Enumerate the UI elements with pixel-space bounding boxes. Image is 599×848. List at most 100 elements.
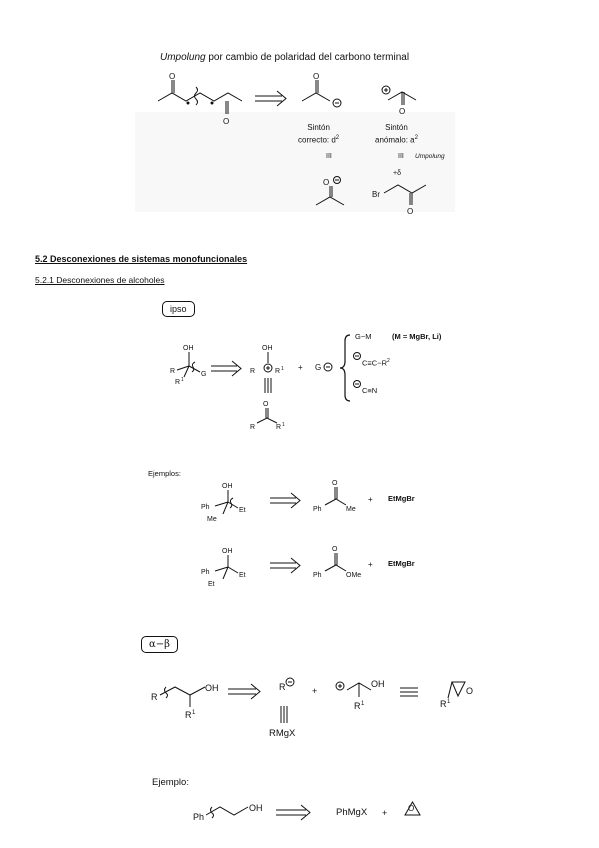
synthon-d2-sup: 2 bbox=[335, 135, 340, 141]
svg-text:R: R bbox=[170, 368, 175, 375]
bromoketone-structure: Br +δ O bbox=[372, 170, 427, 216]
umpolung-tag: Umpolung bbox=[415, 153, 445, 160]
subsection-heading: 5.2.1 Desconexiones de alcoholes bbox=[35, 275, 165, 285]
reagent-note: (M = MgBr, Li) bbox=[392, 332, 442, 341]
phenylpropanol-structure: Ph OH bbox=[193, 803, 263, 822]
svg-text:1: 1 bbox=[282, 422, 285, 428]
svg-text:Et: Et bbox=[239, 507, 246, 514]
svg-text:R: R bbox=[250, 368, 255, 375]
svg-text:1: 1 bbox=[447, 699, 451, 705]
alpha-beta-label-box: α−β bbox=[141, 636, 178, 653]
example2-reagent: EtMgBr bbox=[388, 559, 415, 568]
svg-text:OH: OH bbox=[205, 683, 219, 693]
equivalence-sign-2: III bbox=[398, 153, 404, 160]
svg-text:G: G bbox=[201, 371, 206, 378]
svg-text:O: O bbox=[466, 686, 473, 696]
svg-text:O: O bbox=[169, 72, 175, 81]
ejemplos-label: Ejemplos: bbox=[148, 469, 181, 478]
alpha-beta-label: α−β bbox=[149, 639, 170, 650]
umpolung-title-rest: por cambio de polaridad del carbono term… bbox=[205, 52, 410, 63]
ejemplo-label: Ejemplo: bbox=[152, 777, 189, 788]
synthon-a2-sup: 2 bbox=[414, 135, 418, 141]
phmgx-label: PhMgX bbox=[336, 807, 368, 818]
reagent-cn: C≡N bbox=[362, 386, 378, 395]
ipso-label-box: ipso bbox=[162, 301, 195, 317]
svg-text:R: R bbox=[175, 379, 180, 386]
svg-text:R: R bbox=[440, 699, 447, 709]
svg-text:OH: OH bbox=[222, 483, 233, 490]
svg-text:R: R bbox=[250, 424, 255, 431]
svg-text:OMe: OMe bbox=[346, 572, 361, 579]
umpolung-title-italic: Umpolung bbox=[160, 52, 206, 63]
svg-text:R: R bbox=[151, 692, 158, 702]
brace bbox=[339, 334, 351, 402]
svg-text:Me: Me bbox=[207, 516, 217, 523]
example1-alcohol: OH Ph Et Me bbox=[201, 483, 246, 523]
svg-text:OH: OH bbox=[262, 345, 273, 352]
section-heading: 5.2 Desconexiones de sistemas monofuncio… bbox=[35, 254, 248, 264]
example2-alcohol: OH Ph Et Et bbox=[201, 548, 246, 588]
br-label: Br bbox=[372, 190, 380, 199]
svg-text:Ph: Ph bbox=[313, 506, 322, 513]
synthon-d2-line1: Sintón bbox=[307, 123, 330, 132]
svg-text:OH: OH bbox=[371, 679, 385, 689]
svg-text:Ph: Ph bbox=[193, 812, 204, 822]
reagent-alkyne: C≡C−R2 bbox=[362, 358, 390, 368]
umpolung-title: Umpolung por cambio de polaridad del car… bbox=[160, 52, 409, 63]
synthon-a2-structure: O bbox=[381, 85, 417, 116]
synthon-d2-structure: O bbox=[301, 72, 342, 108]
reagent-alkyne-sup: 2 bbox=[387, 358, 390, 364]
svg-text:OH: OH bbox=[249, 803, 263, 813]
synthon-a2-label: Sintón anómalo: a2 bbox=[375, 122, 418, 146]
equivalence-sign-1: III bbox=[326, 153, 332, 160]
retro-arrow-ex1 bbox=[270, 492, 301, 509]
svg-text:O: O bbox=[263, 401, 269, 408]
svg-text:1: 1 bbox=[181, 377, 184, 383]
svg-text:R: R bbox=[275, 368, 280, 375]
svg-text:Et: Et bbox=[208, 581, 215, 588]
diketone-structure: O O bbox=[157, 72, 243, 126]
svg-text:+: + bbox=[368, 495, 373, 504]
svg-text:1: 1 bbox=[192, 710, 196, 716]
svg-text:Ph: Ph bbox=[313, 572, 322, 579]
enolate-structure: O bbox=[315, 176, 345, 206]
svg-text:OH: OH bbox=[183, 345, 194, 352]
svg-text:1: 1 bbox=[361, 701, 365, 707]
retro-arrow-ex2 bbox=[270, 557, 301, 574]
svg-text:R: R bbox=[185, 710, 192, 720]
svg-text:R: R bbox=[276, 424, 281, 431]
svg-text:1: 1 bbox=[281, 366, 284, 372]
delta-label: +δ bbox=[393, 170, 401, 177]
svg-text:+: + bbox=[312, 686, 317, 696]
svg-text:O: O bbox=[399, 107, 405, 116]
synthon-d2-label: Sintón correcto: d2 bbox=[298, 122, 339, 146]
svg-text:R: R bbox=[279, 682, 286, 692]
svg-text:+: + bbox=[298, 363, 303, 372]
carbanion-synthon: R bbox=[279, 677, 295, 723]
svg-text:O: O bbox=[408, 804, 414, 813]
svg-text:G: G bbox=[315, 363, 321, 372]
svg-text:OH: OH bbox=[222, 548, 233, 555]
svg-text:O: O bbox=[332, 480, 338, 487]
svg-text:Ph: Ph bbox=[201, 504, 210, 511]
synthon-a2-line2: anómalo: a bbox=[375, 135, 415, 145]
reagent-alkyne-text: C≡C−R bbox=[362, 358, 388, 368]
equivalent-sign bbox=[400, 687, 418, 697]
synthon-a2-line1: Sintón bbox=[385, 123, 408, 132]
svg-text:O: O bbox=[313, 72, 319, 81]
svg-text:Et: Et bbox=[239, 572, 246, 579]
svg-text:+: + bbox=[382, 808, 387, 818]
ipso-label: ipso bbox=[170, 304, 187, 314]
synthon-d2-line2: correcto: d bbox=[298, 135, 336, 145]
svg-text:R: R bbox=[354, 701, 361, 711]
